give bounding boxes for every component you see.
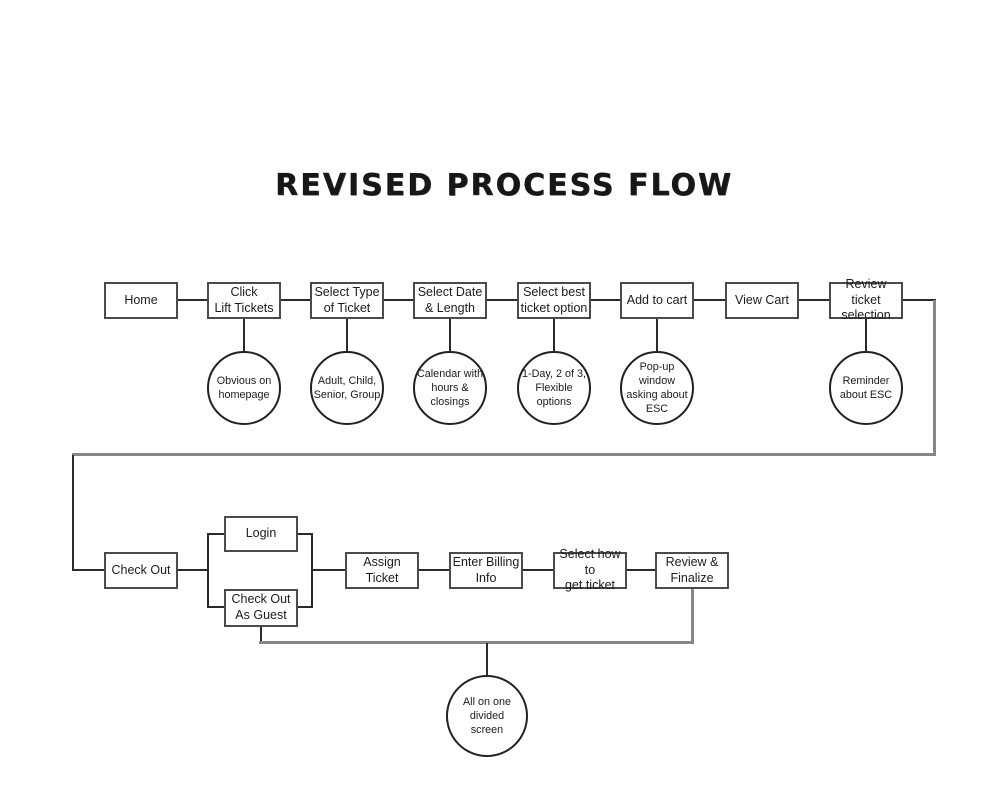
merge-horizontal — [259, 641, 694, 644]
node-label: Review & Finalize — [665, 554, 719, 585]
node-select-best-ticket-option: Select best ticket option — [517, 282, 591, 319]
stub-reviewfinalize-down — [691, 589, 694, 643]
stub-clicklift-note — [243, 318, 245, 351]
connector-home-clicklift — [178, 299, 207, 301]
node-review-ticket-selection: Review ticket selection — [829, 277, 903, 322]
note-label: Obvious on homepage — [216, 374, 272, 401]
connector-loop-into-checkout — [72, 569, 104, 571]
note-all-on-one-divided-screen: All on one divided screen — [446, 675, 528, 757]
note-label: Reminder about ESC — [839, 374, 893, 401]
node-label: Select Date & Length — [417, 284, 483, 315]
note-obvious-on-homepage: Obvious on homepage — [207, 351, 281, 425]
note-label: All on one divided screen — [462, 695, 512, 737]
node-label: Select Type of Ticket — [314, 284, 380, 315]
note-flexible-options: 1-Day, 2 of 3, Flexible options — [517, 351, 591, 425]
stub-final-note — [486, 643, 488, 675]
connector-checkout-branch — [178, 569, 208, 571]
connector-selecthow-reviewfinalize — [627, 569, 655, 571]
note-reminder-about-esc: Reminder about ESC — [829, 351, 903, 425]
stub-selectbest-note — [553, 318, 555, 351]
note-label: Pop-up window asking about ESC — [626, 360, 688, 416]
node-home: Home — [104, 282, 178, 319]
branch-to-guest — [207, 606, 224, 608]
connector-branch-assignticket — [311, 569, 345, 571]
branch-from-login — [298, 533, 312, 535]
node-assign-ticket: Assign Ticket — [345, 552, 419, 589]
node-label: Check Out — [111, 562, 171, 577]
node-add-to-cart: Add to cart — [620, 282, 694, 319]
node-login: Login — [224, 516, 298, 552]
note-popup-window-esc: Pop-up window asking about ESC — [620, 351, 694, 425]
node-check-out: Check Out — [104, 552, 178, 589]
connector-viewcart-reviewticket — [799, 299, 829, 301]
node-label: Check Out As Guest — [231, 592, 291, 622]
stub-guest-down — [260, 626, 262, 644]
connector-reviewticket-out — [903, 299, 936, 301]
connector-assignticket-billing — [419, 569, 449, 571]
connector-billing-selecthow — [523, 569, 553, 571]
connector-loop-right-vertical — [933, 300, 936, 456]
node-check-out-as-guest: Check Out As Guest — [224, 589, 298, 627]
node-label: Click Lift Tickets — [214, 284, 274, 315]
connector-addtocart-viewcart — [694, 299, 725, 301]
connector-loop-left-vertical — [72, 455, 74, 570]
stub-addtocart-note — [656, 318, 658, 351]
connector-clicklift-selecttype — [281, 299, 310, 301]
connector-selecttype-selectdate — [384, 299, 413, 301]
node-label: Assign Ticket — [363, 554, 401, 585]
connector-selectbest-addtocart — [591, 299, 620, 301]
node-label: View Cart — [735, 292, 789, 307]
branch-from-guest — [298, 606, 312, 608]
note-label: Adult, Child, Senior, Group — [313, 374, 381, 401]
node-select-type-of-ticket: Select Type of Ticket — [310, 282, 384, 319]
branch-left-vertical — [207, 533, 209, 608]
node-enter-billing-info: Enter Billing Info — [449, 552, 523, 589]
stub-reviewticket-note — [865, 318, 867, 351]
node-label: Enter Billing Info — [452, 554, 520, 585]
node-select-date-length: Select Date & Length — [413, 282, 487, 319]
branch-to-login — [207, 533, 224, 535]
note-label: 1-Day, 2 of 3, Flexible options — [521, 367, 586, 409]
node-label: Review ticket selection — [841, 277, 891, 323]
connector-selectdate-selectbest — [487, 299, 517, 301]
note-label: Calendar with hours & closings — [416, 367, 483, 409]
node-label: Login — [245, 526, 277, 541]
node-select-how-get-ticket: Select how to get ticket — [553, 547, 627, 592]
note-adult-child-senior-group: Adult, Child, Senior, Group — [310, 351, 384, 425]
node-label: Home — [124, 292, 158, 307]
stub-selecttype-note — [346, 318, 348, 351]
connector-loop-horizontal — [72, 453, 936, 456]
stub-selectdate-note — [449, 318, 451, 351]
note-calendar-hours-closings: Calendar with hours & closings — [413, 351, 487, 425]
node-click-lift-tickets: Click Lift Tickets — [207, 282, 281, 319]
node-label: Add to cart — [626, 292, 688, 307]
node-view-cart: View Cart — [725, 282, 799, 319]
node-review-finalize: Review & Finalize — [655, 552, 729, 589]
node-label: Select how to get ticket — [559, 547, 621, 593]
diagram-title: REVISED PROCESS FLOW — [275, 168, 733, 204]
node-label: Select best ticket option — [520, 284, 588, 315]
